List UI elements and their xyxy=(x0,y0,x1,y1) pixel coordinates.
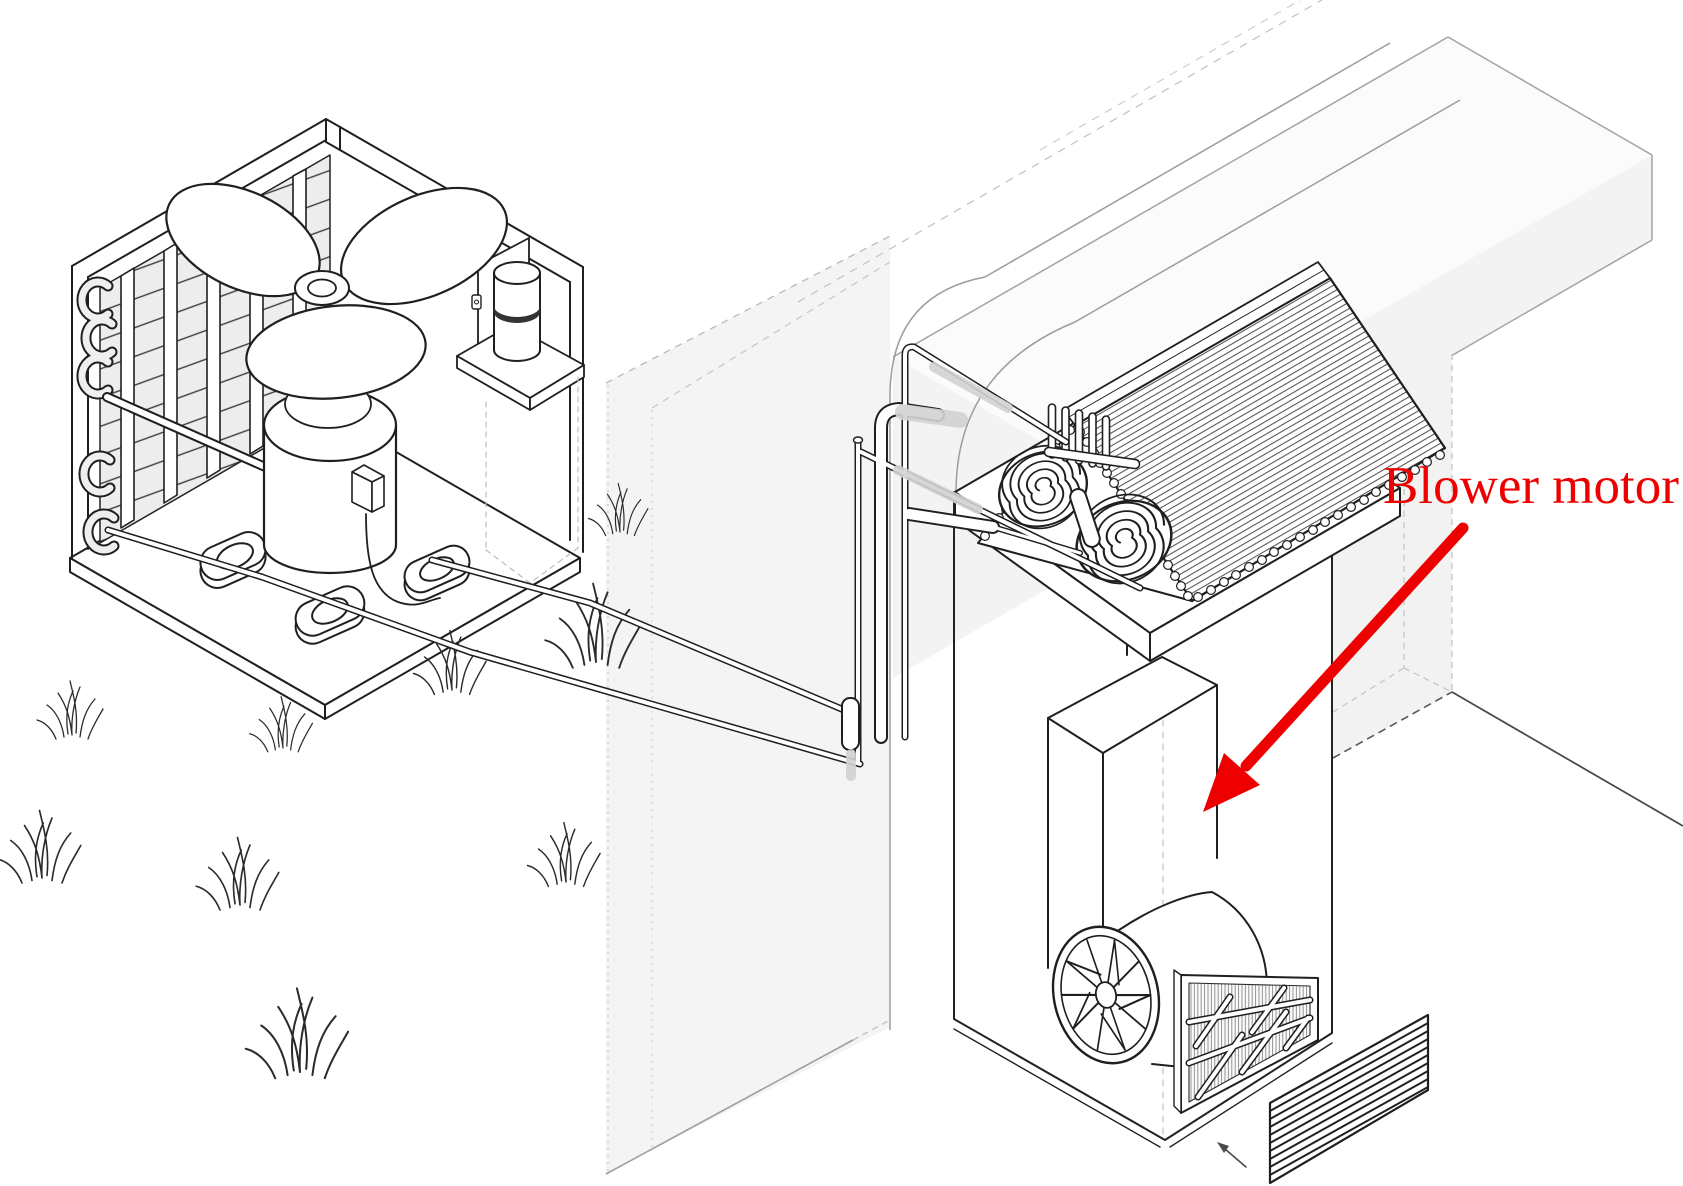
coil-distributor-tubes xyxy=(1043,403,1141,471)
terminal-box xyxy=(351,464,385,513)
annotation-arrowhead xyxy=(1203,753,1260,812)
wall-panel xyxy=(605,235,891,1175)
refrigerant-lines xyxy=(108,347,1140,781)
compressor-mounting-plate xyxy=(199,531,471,645)
annotation: Blower motor xyxy=(1203,457,1679,812)
supply-plenum xyxy=(889,42,1461,1030)
evaporator-a-coil xyxy=(977,261,1447,603)
compressor-wire xyxy=(365,513,441,606)
coil-spirals xyxy=(991,433,1183,596)
return-grille xyxy=(1268,1013,1430,1185)
annotation-label: Blower motor xyxy=(1383,457,1679,515)
air-filter xyxy=(1173,969,1319,1114)
coil-return-bends xyxy=(76,276,120,556)
floor-lines xyxy=(1332,691,1683,827)
blower-fan xyxy=(1051,925,1161,1065)
airflow-arrow xyxy=(1217,1142,1247,1168)
annotation-arrow-shaft xyxy=(1240,522,1469,772)
wall-passthrough-shading xyxy=(846,362,1013,781)
condenser-fan xyxy=(165,182,509,400)
line-coupler xyxy=(841,697,860,751)
outdoor-condenser-unit xyxy=(69,118,585,720)
hidden-lines-under-shelf xyxy=(485,376,579,584)
indoor-air-handler xyxy=(953,261,1447,1185)
capacitor xyxy=(471,261,541,362)
